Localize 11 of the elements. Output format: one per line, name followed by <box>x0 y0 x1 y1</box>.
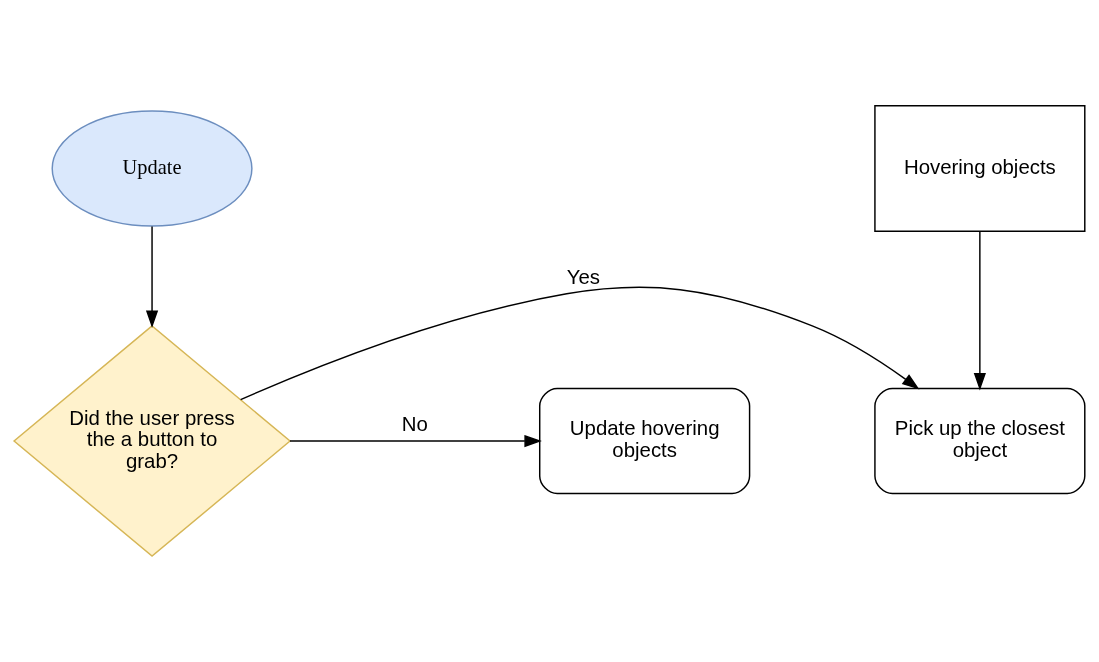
node-ellipse: Update <box>51 110 253 227</box>
edge-label: Yes <box>566 265 601 288</box>
arrow <box>289 434 542 448</box>
node-diamond: Did the user press the a button to grab? <box>12 324 292 558</box>
node-box: Pick up the closest object <box>874 387 1086 495</box>
arrow <box>239 286 920 401</box>
node-box: Update hovering objects <box>539 387 751 495</box>
arrow <box>145 225 159 329</box>
node-box: Hovering objects <box>874 105 1086 232</box>
edge-label: No <box>401 413 428 436</box>
arrow <box>973 231 986 391</box>
